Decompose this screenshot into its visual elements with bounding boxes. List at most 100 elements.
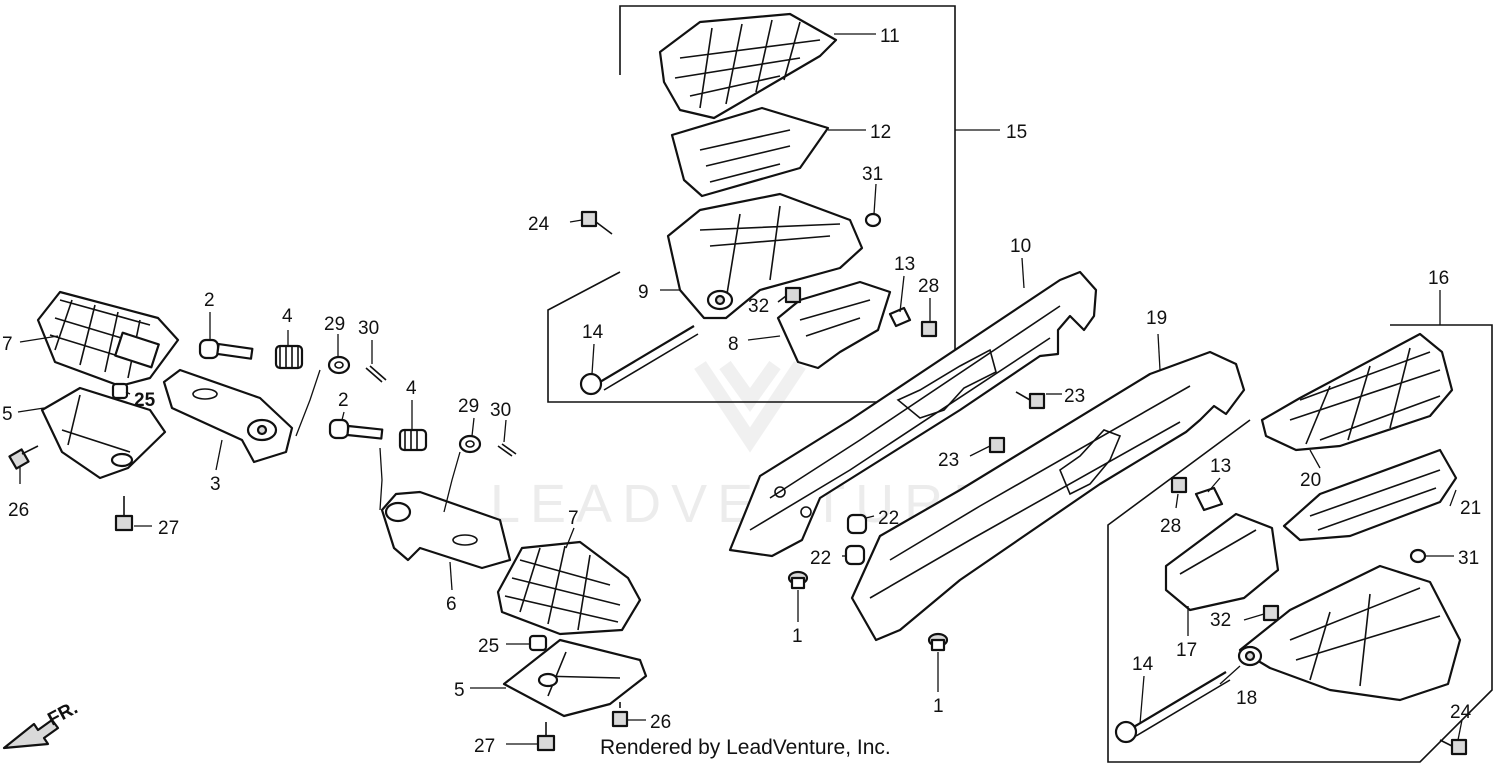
pivot-bolt-14-top <box>579 325 699 396</box>
leader-lines <box>17 33 1463 745</box>
footpeg-3 <box>162 368 294 464</box>
callout-8: 8 <box>728 334 739 355</box>
callout-28-a: 28 <box>918 276 939 297</box>
callout-19: 19 <box>1146 308 1167 329</box>
callout-7-b: 7 <box>568 508 579 529</box>
bolt-23-a <box>1015 391 1046 410</box>
callout-17: 17 <box>1176 640 1197 661</box>
callout-25-b: 25 <box>478 636 499 657</box>
callout-5-a: 5 <box>2 404 13 425</box>
footpeg-bracket-5-left <box>40 386 167 480</box>
bolt-26-left <box>8 445 39 470</box>
bolt-32-right <box>1262 604 1280 622</box>
bolt-26-center <box>611 702 629 728</box>
spring-clip-13-top <box>888 306 912 328</box>
callout-15: 15 <box>1006 122 1027 143</box>
grommet-1-right <box>927 632 949 652</box>
render-credit: Rendered by LeadVenture, Inc. <box>600 736 891 759</box>
floorboard-plate-21 <box>1282 448 1458 542</box>
callout-4-a: 4 <box>282 306 293 327</box>
footpeg-6 <box>380 490 512 570</box>
collar-25-left <box>111 382 129 400</box>
callout-6: 6 <box>446 594 457 615</box>
spring-4-left <box>274 344 304 370</box>
callout-13-a: 13 <box>894 254 915 275</box>
callout-20: 20 <box>1300 470 1321 491</box>
callout-21: 21 <box>1460 498 1481 519</box>
callout-1-a: 1 <box>792 626 803 647</box>
callout-22-b: 22 <box>810 548 831 569</box>
callout-31-a: 31 <box>862 164 883 185</box>
callout-23-a: 23 <box>1064 386 1085 407</box>
callout-9: 9 <box>638 282 649 303</box>
clip-31-right <box>1409 548 1427 564</box>
front-arrow-icon <box>2 718 60 750</box>
callout-32-a: 32 <box>748 296 769 317</box>
callout-13-b: 13 <box>1210 456 1231 477</box>
callout-12: 12 <box>870 122 891 143</box>
bolt-27-left <box>114 496 134 532</box>
washer-29-left <box>327 355 351 375</box>
callout-24-b: 24 <box>1450 702 1472 723</box>
floorboard-9 <box>666 192 864 320</box>
holder-8 <box>776 280 892 370</box>
collar-22-b <box>844 544 866 566</box>
callout-22-a: 22 <box>878 508 899 529</box>
bolt-32-top <box>777 286 802 304</box>
callout-23-b: 23 <box>938 450 959 471</box>
spring-clip-13-right <box>1194 486 1224 512</box>
bolt-24-top <box>580 210 613 235</box>
guard-19 <box>850 350 1246 642</box>
callout-24-a: 24 <box>528 214 550 235</box>
nut-28-right <box>1170 476 1188 494</box>
callout-14-a: 14 <box>582 322 604 343</box>
callout-2-a: 2 <box>204 290 215 311</box>
callout-26-a: 26 <box>8 500 29 521</box>
floorboard-plate-12 <box>670 106 830 198</box>
collar-22-a <box>846 513 868 535</box>
callout-4-b: 4 <box>406 378 417 399</box>
grommet-1-left <box>787 570 809 590</box>
cotter-pin-30-center <box>497 443 517 457</box>
callout-7-a: 7 <box>2 334 13 355</box>
callout-30-a: 30 <box>358 318 379 339</box>
callout-26-b: 26 <box>650 712 671 733</box>
callout-18: 18 <box>1236 688 1257 709</box>
callout-11: 11 <box>880 26 900 47</box>
cotter-pin-30-left <box>365 365 387 383</box>
pivot-bolt-14-right <box>1114 671 1231 744</box>
callout-30-b: 30 <box>490 400 511 421</box>
callout-10: 10 <box>1010 236 1031 257</box>
callout-31-b: 31 <box>1458 548 1479 569</box>
callout-25-a: 25 <box>134 390 156 411</box>
callout-14-b: 14 <box>1132 654 1154 675</box>
callout-5-b: 5 <box>454 680 465 701</box>
washer-29-center <box>458 434 482 454</box>
guard-10 <box>728 270 1098 558</box>
footpeg-rubber-7-center <box>496 540 642 636</box>
pin-2-center <box>328 418 384 440</box>
footpeg-rubber-7-left <box>36 290 180 388</box>
footpeg-bracket-5-center <box>502 638 648 718</box>
callout-labels: 1 1 2 2 3 4 4 5 5 6 7 7 8 9 10 11 12 13 … <box>2 26 1481 757</box>
callout-3: 3 <box>210 474 221 495</box>
pin-2-left <box>198 338 254 360</box>
bolt-23-b <box>988 436 1006 454</box>
frame-assembly-16 <box>1107 324 1493 763</box>
callout-29-a: 29 <box>324 314 345 335</box>
callout-28-b: 28 <box>1160 516 1181 537</box>
holder-17 <box>1164 512 1280 612</box>
nut-28-top <box>920 320 938 338</box>
callout-16: 16 <box>1428 268 1449 289</box>
bolt-27-center <box>536 722 556 752</box>
callout-32-b: 32 <box>1210 610 1231 631</box>
front-direction-indicator: FR. <box>2 698 81 750</box>
watermark-logo-icon <box>694 360 806 453</box>
callout-2-b: 2 <box>338 390 349 411</box>
bolt-24-right <box>1439 738 1468 756</box>
floorboard-18 <box>1237 564 1462 702</box>
clip-31-top <box>864 212 882 228</box>
floorboard-rubber-11 <box>658 12 838 120</box>
floorboard-rubber-20 <box>1260 332 1454 452</box>
